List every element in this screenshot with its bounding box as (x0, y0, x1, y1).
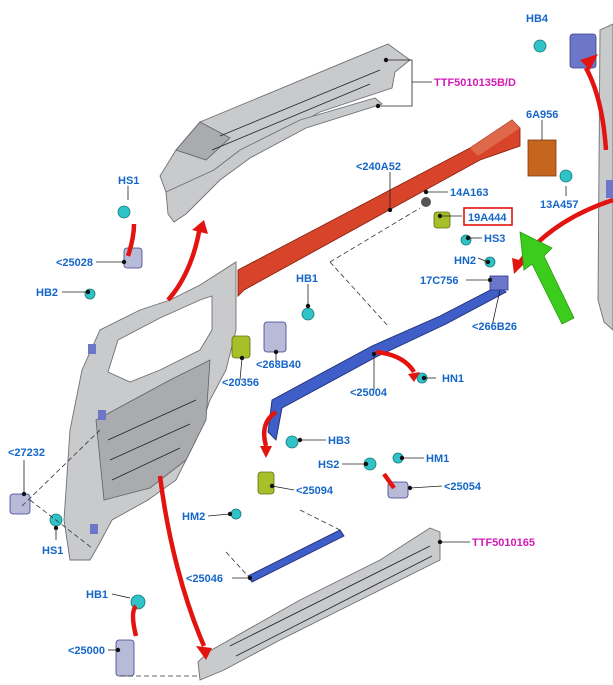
label-hb2: HB2 (36, 287, 58, 299)
label-268b40: <268B40 (256, 359, 301, 371)
bolt-13a457-icon (559, 169, 573, 183)
label-ttf-upper: TTF5010135B/D (434, 77, 516, 89)
label-27232: <27232 (8, 447, 45, 459)
label-25046: <25046 (186, 573, 223, 585)
label-hm1: HM1 (426, 453, 449, 465)
label-ttf-lower: TTF5010165 (472, 537, 535, 549)
blue-lower-rail (247, 529, 345, 583)
bolt-hs1-top-icon (117, 205, 131, 219)
highlight-box (463, 207, 513, 226)
green-bracket-20356 (231, 335, 251, 359)
label-19a444: 19A444 (468, 212, 507, 224)
label-hb1-bottom: HB1 (86, 589, 108, 601)
leader-lines (23, 59, 567, 651)
part-labels: HB4 TTF5010135B/D 6A956 <240A52 14A163 1… (8, 13, 579, 657)
label-25094: <25094 (296, 485, 334, 497)
hinge-27232 (9, 493, 31, 515)
label-25000: <25000 (68, 645, 105, 657)
label-hb4: HB4 (526, 13, 549, 25)
hinge-25028 (123, 247, 143, 269)
label-hs2: HS2 (318, 459, 339, 471)
door-edge-panel (569, 23, 613, 331)
label-hb1-mid: HB1 (296, 273, 318, 285)
label-hn2: HN2 (454, 255, 476, 267)
lower-sill-panel (197, 527, 441, 681)
label-hs3: HS3 (484, 233, 505, 245)
upper-roof-rail-panel (159, 43, 411, 223)
label-14a163: 14A163 (450, 187, 489, 199)
leader-dots (21, 57, 493, 653)
label-hn1: HN1 (442, 373, 464, 385)
label-hs1-top: HS1 (118, 175, 139, 187)
label-240a52: <240A52 (356, 161, 401, 173)
door-inner-panel (63, 261, 237, 561)
red-roof-rail (237, 119, 521, 298)
bolt-hb3-icon (285, 435, 299, 449)
label-25054: <25054 (444, 481, 482, 493)
label-6a956: 6A956 (526, 109, 558, 121)
label-25028: <25028 (56, 257, 93, 269)
hinge-25000 (115, 639, 135, 677)
label-266b26: <266B26 (472, 321, 517, 333)
label-25004: <25004 (350, 387, 388, 399)
hinge-268b40 (263, 321, 287, 353)
orange-block-6a956 (527, 139, 557, 177)
green-bracket-25094 (257, 471, 275, 495)
red-motion-arrows (125, 54, 613, 660)
label-13a457: 13A457 (540, 199, 579, 211)
green-bracket-19a444 (433, 211, 451, 229)
bolt-hb1-mid-icon (301, 307, 315, 321)
clip-14a163 (421, 197, 431, 207)
green-pointer-arrow (519, 231, 575, 325)
label-hb3: HB3 (328, 435, 350, 447)
label-20356: <20356 (222, 377, 259, 389)
label-hs1-bottom: HS1 (42, 545, 63, 557)
label-17c756: 17C756 (420, 275, 459, 287)
label-hm2: HM2 (182, 511, 205, 523)
dashed-assembly-lines (21, 207, 421, 677)
bolt-hb4-icon (533, 39, 547, 53)
bolt-hm2-icon (230, 508, 242, 520)
blue-center-rail (267, 275, 509, 441)
